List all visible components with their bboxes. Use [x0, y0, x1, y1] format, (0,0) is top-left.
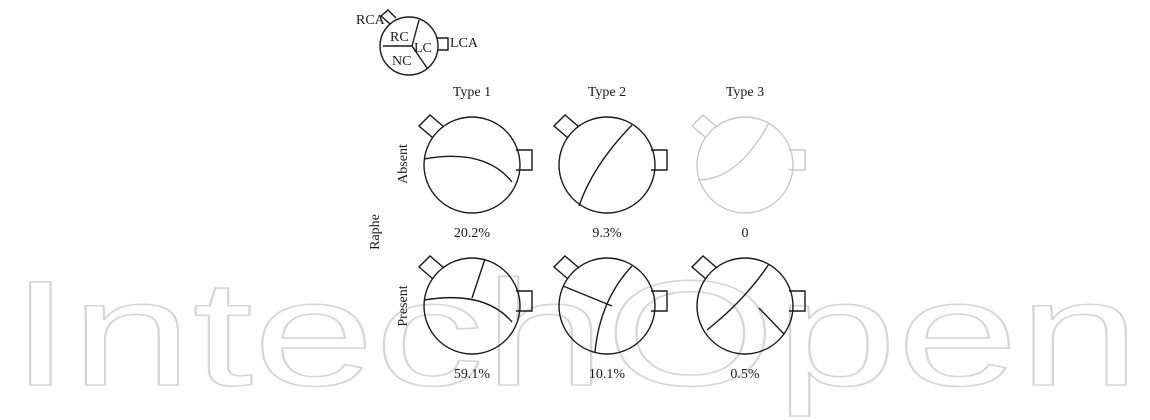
rca-ostium: [552, 255, 580, 280]
legend-label-lc: LC: [414, 41, 432, 56]
lca-ostium: [516, 149, 533, 171]
valve-present-type-3: [690, 255, 806, 355]
valve-annulus: [423, 116, 521, 214]
valve-present-type-2: [552, 255, 668, 355]
valve-annulus: [696, 116, 794, 214]
lca-ostium: [516, 290, 533, 312]
column-header-type-1: Type 1: [453, 85, 491, 100]
watermark-text: IntechOpen: [10, 249, 1140, 417]
raphe-commissure: [562, 285, 613, 307]
value-present-type-1: 59.1%: [454, 367, 491, 382]
column-header-type-3: Type 3: [726, 85, 764, 100]
lca-ostium: [651, 290, 668, 312]
valve-absent-type-2: [552, 114, 668, 214]
commissure-line: [578, 124, 633, 207]
legend-label-lca: LCA: [450, 36, 479, 51]
rca-ostium: [690, 114, 718, 139]
legend-lca-ostium: [437, 37, 449, 51]
row-label-absent: Absent: [396, 144, 411, 184]
rca-ostium: [417, 114, 445, 139]
rca-ostium: [417, 255, 445, 280]
valve-absent-type-3: [690, 114, 806, 214]
raphe-commissure: [423, 296, 513, 323]
legend-rca-ostium: [379, 9, 397, 25]
lca-ostium: [651, 149, 668, 171]
legend-valve-circle: [379, 16, 439, 76]
legend-schematic: [379, 9, 449, 76]
raphe-commissure: [758, 307, 785, 335]
valve-annulus: [423, 257, 521, 355]
raphe-commissure: [423, 155, 513, 183]
lca-ostium: [789, 290, 806, 312]
legend-commissure-lines: [383, 19, 428, 69]
rca-ostium: [690, 255, 718, 280]
column-header-type-2: Type 2: [588, 85, 626, 100]
commissure-line: [471, 258, 486, 299]
commissure-line: [697, 122, 770, 181]
value-absent-type-3: 0: [742, 226, 749, 241]
valve-present-type-1: [417, 255, 533, 355]
value-present-type-3: 0.5%: [730, 367, 760, 382]
legend-label-rca: RCA: [356, 13, 386, 28]
legend-label-nc: NC: [392, 54, 411, 69]
value-absent-type-2: 9.3%: [592, 226, 622, 241]
valve-annulus: [696, 257, 794, 355]
value-present-type-2: 10.1%: [589, 367, 626, 382]
valve-annulus: [558, 116, 656, 214]
commissure-line: [706, 263, 770, 331]
lca-ostium: [789, 149, 806, 171]
raphe-label: Raphe: [368, 214, 383, 250]
legend-label-rc: RC: [390, 30, 409, 45]
rca-ostium: [552, 114, 580, 139]
row-label-present: Present: [396, 285, 411, 326]
value-absent-type-1: 20.2%: [454, 226, 491, 241]
valve-absent-type-1: [417, 114, 533, 214]
valve-annulus: [558, 257, 656, 355]
